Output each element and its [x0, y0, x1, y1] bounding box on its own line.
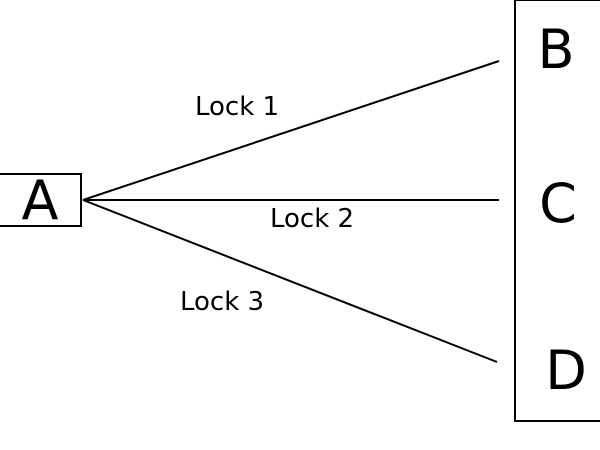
target-group-box: [514, 0, 600, 422]
node-b-label: B: [537, 18, 574, 81]
edge-a-to-b: [82, 60, 500, 201]
node-a-label: A: [22, 169, 59, 232]
edge-a-to-d: [82, 199, 498, 363]
node-d-label: D: [545, 339, 587, 402]
edge-label-lock-3: Lock 3: [180, 287, 264, 317]
edge-label-lock-2: Lock 2: [270, 204, 354, 234]
node-a-box: [0, 173, 82, 227]
node-c-label: C: [539, 172, 577, 235]
edge-label-lock-1: Lock 1: [195, 92, 279, 122]
